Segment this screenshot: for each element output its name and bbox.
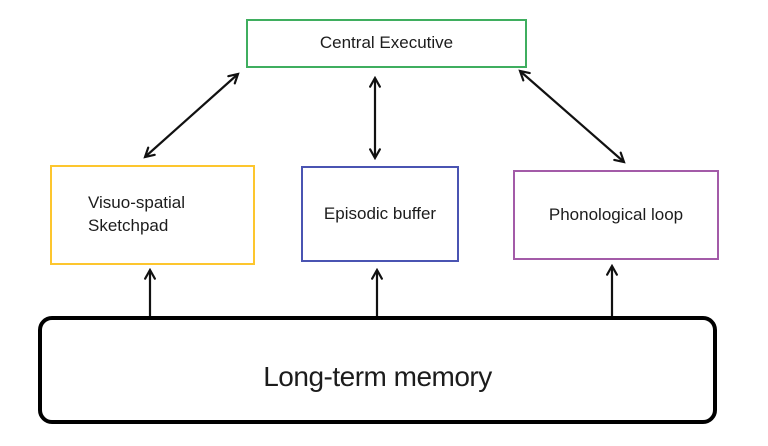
- node-central-executive: Central Executive: [246, 19, 527, 68]
- arrow-central-executive-visuospatial: [145, 74, 238, 157]
- episodic-buffer-label: Episodic buffer: [323, 203, 437, 223]
- node-long-term-memory: Long-term memory: [38, 316, 717, 424]
- node-phonological-loop: Phonological loop: [513, 170, 719, 260]
- phonological-loop-label: Phonological loop: [548, 204, 684, 224]
- node-visuo-spatial-sketchpad: Visuo-spatial Sketchpad: [50, 165, 255, 265]
- node-episodic-buffer: Episodic buffer: [301, 166, 459, 262]
- central-executive-label: Central Executive: [319, 33, 454, 53]
- visuo-spatial-label-line2: Sketchpad: [88, 216, 169, 235]
- visuo-spatial-label-line1: Visuo-spatial: [88, 193, 186, 213]
- long-term-memory-label: Long-term memory: [263, 361, 492, 393]
- visuo-spatial-sketchpad-label: Visuo-spatial Sketchpad: [88, 192, 185, 238]
- arrow-central-executive-phonological-loop: [520, 71, 624, 162]
